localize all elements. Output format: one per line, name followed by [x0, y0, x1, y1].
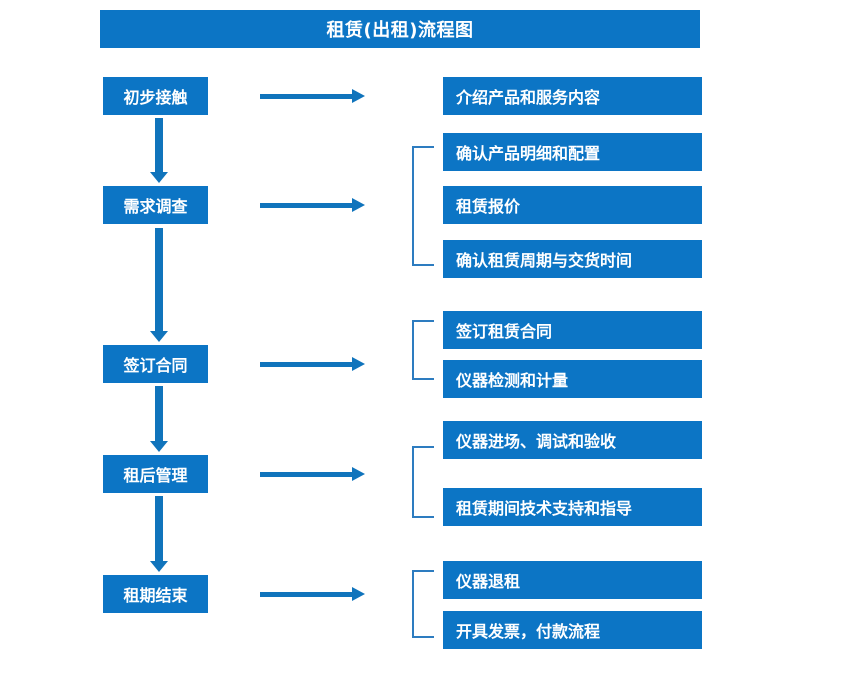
stage-box-3[interactable]: 签订合同 — [103, 345, 208, 383]
detail-box-2-3[interactable]: 确认租赁周期与交货时间 — [443, 240, 702, 278]
group-bracket-2 — [412, 146, 434, 266]
group-bracket-3 — [412, 320, 434, 380]
detail-box-4-1[interactable]: 仪器进场、调试和验收 — [443, 421, 702, 459]
vertical-arrow-stage4-to-stage5 — [150, 496, 168, 572]
horizontal-arrow-stage-2 — [260, 198, 365, 212]
detail-box-5-2[interactable]: 开具发票，付款流程 — [443, 611, 702, 649]
detail-box-1-1[interactable]: 介绍产品和服务内容 — [443, 77, 702, 115]
group-bracket-5 — [412, 570, 434, 638]
vertical-arrow-stage2-to-stage3 — [150, 228, 168, 342]
stage-box-2[interactable]: 需求调查 — [103, 186, 208, 224]
vertical-arrow-stage3-to-stage4 — [150, 386, 168, 452]
horizontal-arrow-stage-1 — [260, 89, 365, 103]
detail-box-4-2[interactable]: 租赁期间技术支持和指导 — [443, 488, 702, 526]
horizontal-arrow-stage-5 — [260, 587, 365, 601]
diagram-title: 租赁(出租)流程图 — [100, 10, 700, 48]
vertical-arrow-stage1-to-stage2 — [150, 118, 168, 183]
detail-box-5-1[interactable]: 仪器退租 — [443, 561, 702, 599]
detail-box-3-1[interactable]: 签订租赁合同 — [443, 311, 702, 349]
detail-box-2-2[interactable]: 租赁报价 — [443, 186, 702, 224]
stage-box-4[interactable]: 租后管理 — [103, 455, 208, 493]
stage-box-1[interactable]: 初步接触 — [103, 77, 208, 115]
stage-box-5[interactable]: 租期结束 — [103, 575, 208, 613]
horizontal-arrow-stage-4 — [260, 467, 365, 481]
detail-box-2-1[interactable]: 确认产品明细和配置 — [443, 133, 702, 171]
group-bracket-4 — [412, 446, 434, 518]
detail-box-3-2[interactable]: 仪器检测和计量 — [443, 360, 702, 398]
horizontal-arrow-stage-3 — [260, 357, 365, 371]
